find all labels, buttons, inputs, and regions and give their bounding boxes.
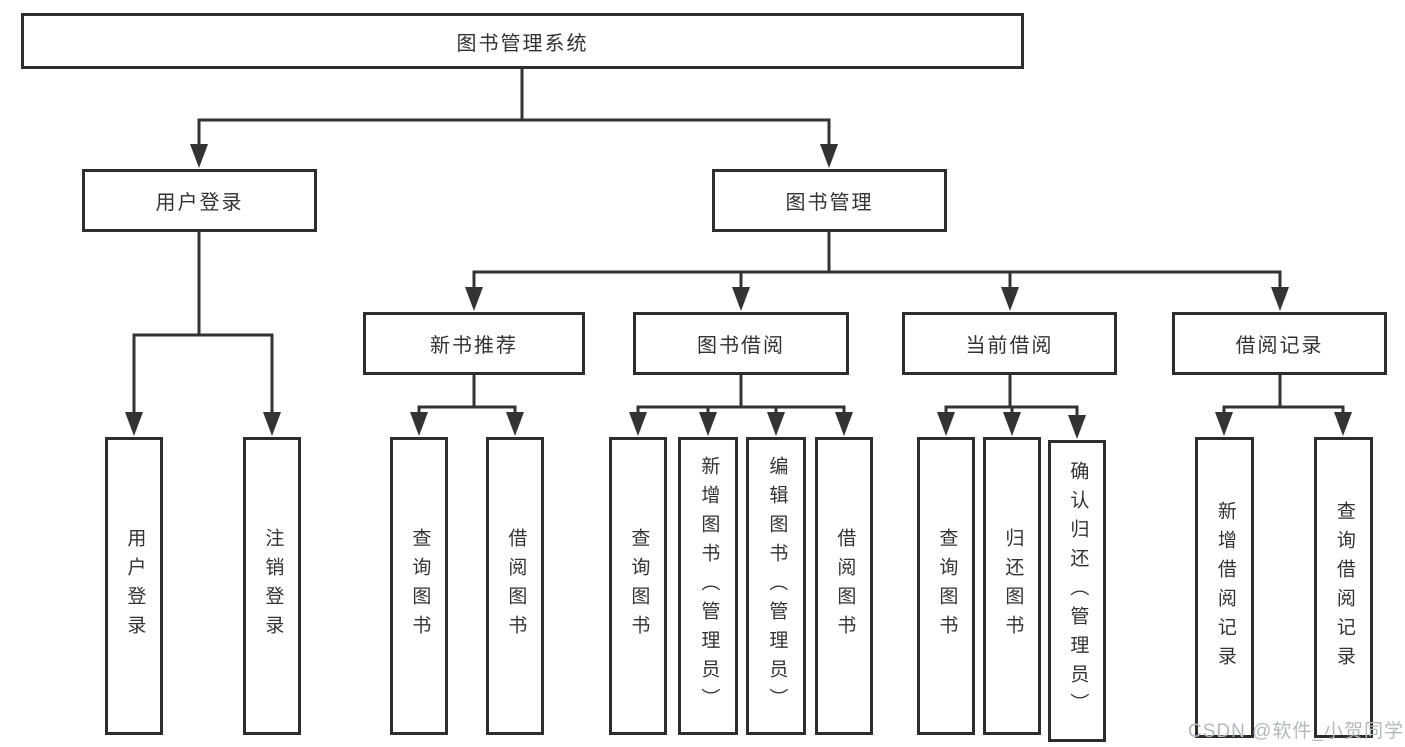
- node-book-borrow: 图书借阅: [633, 312, 849, 375]
- arrow-down-icon: [937, 412, 955, 436]
- node-label: 查询借阅记录: [1333, 500, 1355, 675]
- node-label: 确认归还（管理员）: [1067, 460, 1089, 722]
- node-label: 图书借阅: [697, 335, 785, 357]
- connector-root-to-level2: [190, 69, 838, 168]
- node-label: 新增图书（管理员）: [698, 455, 720, 717]
- leaf-newbook-borrow-books: 借阅图书: [486, 437, 544, 735]
- node-label: 编辑图书（管理员）: [766, 455, 788, 717]
- leaf-borrow-add-books-admin: 新增图书（管理员）: [678, 437, 738, 735]
- leaf-current-return-books: 归还图书: [983, 437, 1041, 735]
- arrow-down-icon: [190, 144, 208, 168]
- node-label: 用户登录: [124, 528, 146, 644]
- leaf-records-add-record: 新增借阅记录: [1195, 437, 1254, 738]
- node-user-login: 用户登录: [82, 169, 317, 232]
- leaf-user-login: 用户登录: [105, 437, 163, 735]
- node-root-system: 图书管理系统: [21, 13, 1024, 69]
- node-label: 图书管理: [785, 192, 874, 214]
- arrow-down-icon: [465, 287, 483, 311]
- arrow-down-icon: [732, 287, 750, 311]
- csdn-watermark: CSDN @软件_小贺同学: [1188, 721, 1404, 742]
- arrow-down-icon: [1215, 412, 1233, 436]
- leaf-logout: 注销登录: [243, 437, 301, 735]
- node-label: 用户登录: [155, 192, 244, 214]
- node-label: 注销登录: [262, 528, 284, 644]
- leaf-borrow-borrow-books: 借阅图书: [815, 437, 873, 735]
- arrow-down-icon: [410, 412, 428, 436]
- arrow-down-icon: [125, 412, 143, 436]
- arrow-down-icon: [820, 144, 838, 168]
- connector-userlogin-to-leaves: [125, 232, 281, 436]
- node-book-management: 图书管理: [712, 169, 947, 232]
- leaf-newbook-query-books: 查询图书: [390, 437, 448, 735]
- node-label: 当前借阅: [965, 335, 1054, 357]
- arrow-down-icon: [1001, 287, 1019, 311]
- leaf-current-query-books: 查询图书: [917, 437, 975, 735]
- arrow-down-icon: [1334, 412, 1352, 436]
- node-current-borrow: 当前借阅: [902, 312, 1117, 375]
- node-label: 借阅图书: [834, 528, 856, 644]
- node-label: 图书管理系统: [456, 32, 589, 55]
- connector-bookborrow-to-leaves: [629, 375, 853, 436]
- leaf-borrow-edit-books-admin: 编辑图书（管理员）: [746, 437, 806, 735]
- arrow-down-icon: [835, 412, 853, 436]
- connector-newbook-to-leaves: [410, 375, 524, 436]
- node-label: 新增借阅记录: [1214, 500, 1236, 675]
- leaf-borrow-query-books: 查询图书: [609, 437, 667, 735]
- arrow-down-icon: [1271, 287, 1289, 311]
- node-label: 借阅图书: [505, 528, 527, 644]
- node-label: 查询图书: [936, 528, 958, 644]
- node-label: 查询图书: [409, 528, 431, 644]
- connector-current-to-leaves: [937, 375, 1086, 439]
- node-label: 归还图书: [1002, 528, 1024, 644]
- leaf-current-confirm-return-admin: 确认归还（管理员）: [1048, 440, 1106, 742]
- arrow-down-icon: [1068, 415, 1086, 439]
- node-label: 新书推荐: [430, 335, 518, 357]
- connector-records-to-leaves: [1215, 375, 1352, 436]
- arrow-down-icon: [629, 412, 647, 436]
- arrow-down-icon: [1003, 412, 1021, 436]
- connector-bookmgmt-to-level3: [465, 232, 1289, 311]
- arrow-down-icon: [263, 412, 281, 436]
- leaf-records-query-record: 查询借阅记录: [1314, 437, 1373, 738]
- node-new-book-recommend: 新书推荐: [363, 312, 585, 375]
- arrow-down-icon: [699, 412, 717, 436]
- arrow-down-icon: [767, 412, 785, 436]
- node-label: 借阅记录: [1235, 335, 1324, 357]
- node-label: 查询图书: [628, 528, 650, 644]
- node-borrow-records: 借阅记录: [1172, 312, 1387, 375]
- arrow-down-icon: [506, 412, 524, 436]
